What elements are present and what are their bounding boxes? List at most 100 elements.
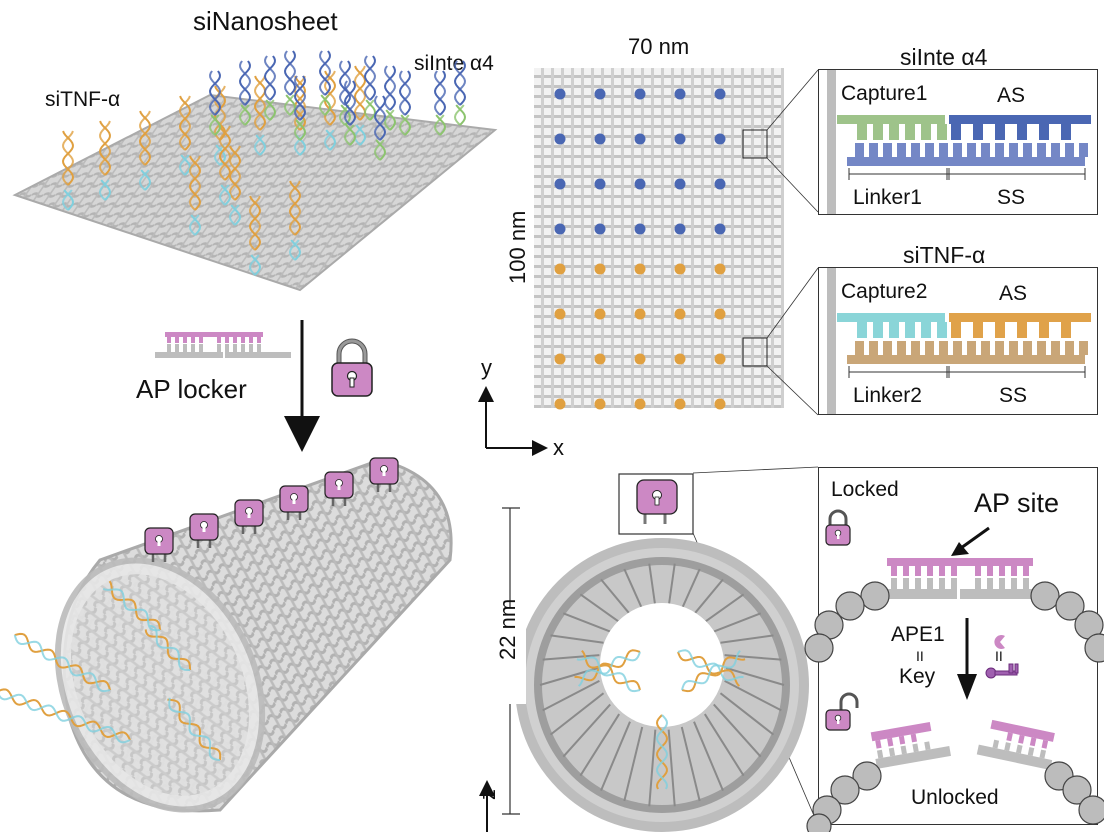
dna-helix — [433, 70, 447, 116]
backbone-strand — [847, 355, 1085, 364]
dna-helix — [323, 129, 337, 151]
orange-sirna-dot — [634, 353, 646, 365]
dna-helix — [61, 189, 75, 211]
capture2-label: Capture2 — [841, 280, 928, 303]
linker2-label: Linker2 — [853, 384, 922, 407]
dna-helix — [338, 60, 352, 106]
dna-helix — [398, 114, 412, 136]
dna-helix — [681, 650, 746, 693]
nanotube-illustration — [0, 457, 453, 813]
dna-helix — [576, 650, 641, 693]
inset-tnf-title: siTNF-α — [903, 242, 986, 268]
orange-sirna-dot — [634, 398, 646, 410]
orange-sirna-dot — [674, 398, 686, 410]
dna-helix — [138, 169, 152, 191]
dna-helix — [253, 134, 267, 156]
orange-sirna-dot — [594, 308, 606, 320]
dna-helix — [167, 697, 222, 761]
down-arrow — [284, 320, 320, 452]
dna-helix — [373, 95, 387, 141]
dna-helix — [343, 80, 357, 126]
orange-sirna-dot — [634, 263, 646, 275]
tube-lock-icon — [636, 479, 678, 524]
orange-sirna-dot — [714, 263, 726, 275]
dna-helix — [102, 580, 161, 632]
dna-helix — [283, 94, 297, 116]
orange-sirna-dot — [554, 308, 566, 320]
unlocked-label: Unlocked — [911, 786, 999, 809]
dna-helix — [383, 109, 397, 131]
dna-helix — [283, 50, 297, 96]
dna-helix — [363, 99, 377, 121]
lock-icon — [324, 471, 354, 506]
dna-helix — [318, 50, 332, 96]
blue-sirna-dot — [594, 178, 606, 190]
as-strand — [949, 115, 1091, 124]
dna-helix — [253, 75, 267, 131]
dna-helix — [0, 688, 131, 744]
dna-helix — [144, 624, 191, 671]
blue-sirna-dot — [634, 223, 646, 235]
capture1-label: Capture1 — [841, 82, 928, 105]
inset-inte-box: Capture1 AS Linker1 SS — [818, 69, 1098, 215]
dna-helix — [398, 70, 412, 116]
lock-icon — [331, 338, 373, 397]
as-label-2: AS — [999, 282, 1028, 305]
dna-helix — [574, 649, 641, 687]
blue-sirna-dot — [714, 223, 726, 235]
xy-axes — [478, 386, 548, 456]
cross-section-illustration — [479, 473, 809, 832]
dna-helix — [228, 145, 242, 201]
axis-x-label: x — [553, 435, 564, 460]
blue-sirna-dot — [594, 88, 606, 100]
blue-sirna-dot — [554, 133, 566, 145]
sheet-title: siNanosheet — [193, 6, 338, 36]
dna-helix — [263, 55, 277, 101]
dna-helix — [293, 119, 307, 141]
blue-sirna-dot — [674, 133, 686, 145]
axis-y-label: y — [481, 355, 492, 380]
dna-helix — [61, 130, 75, 186]
locked-padlock-icon — [825, 509, 851, 546]
dna-helix — [363, 55, 377, 101]
dna-helix — [13, 632, 111, 693]
nanosheet-illustration — [12, 50, 498, 292]
dna-helix — [318, 94, 332, 116]
blue-sirna-dot — [554, 178, 566, 190]
dna-helix — [248, 195, 262, 251]
orange-sirna-dot — [674, 263, 686, 275]
dna-helix — [138, 110, 152, 166]
dna-helix — [677, 649, 744, 687]
ap-locker-icon — [155, 332, 291, 358]
blue-sirna-dot — [554, 88, 566, 100]
duplex-diagram-2 — [837, 313, 1091, 378]
dna-helix — [433, 114, 447, 136]
blue-sirna-dot — [594, 133, 606, 145]
blue-sirna-dot — [674, 178, 686, 190]
orange-sirna-dot — [594, 263, 606, 275]
dna-helix — [208, 70, 222, 116]
dna-helix — [218, 184, 232, 206]
dna-helix — [453, 60, 467, 106]
unlocked-padlock-icon — [825, 692, 859, 731]
dna-helix — [263, 99, 277, 121]
lock-icon — [234, 499, 264, 534]
inset-inte-title: siInte α4 — [900, 44, 988, 70]
width-label: 70 nm — [628, 34, 690, 59]
dna-helix — [373, 139, 387, 161]
dna-helix — [655, 714, 669, 790]
sheet-surface — [12, 93, 498, 292]
blue-sirna-dot — [634, 178, 646, 190]
orange-sirna-dot — [714, 353, 726, 365]
axis-z-label: z — [475, 789, 500, 800]
dna-helix — [238, 104, 252, 126]
siinte-label: siInte α4 — [414, 52, 494, 75]
orange-sirna-dot — [554, 353, 566, 365]
orange-sirna-dot — [674, 308, 686, 320]
orange-sirna-dot — [594, 398, 606, 410]
orange-sirna-dot — [554, 263, 566, 275]
orange-sirna-dot — [714, 308, 726, 320]
orange-sirna-dot — [634, 308, 646, 320]
dna-helix — [178, 154, 192, 176]
blue-sirna-dot — [714, 178, 726, 190]
